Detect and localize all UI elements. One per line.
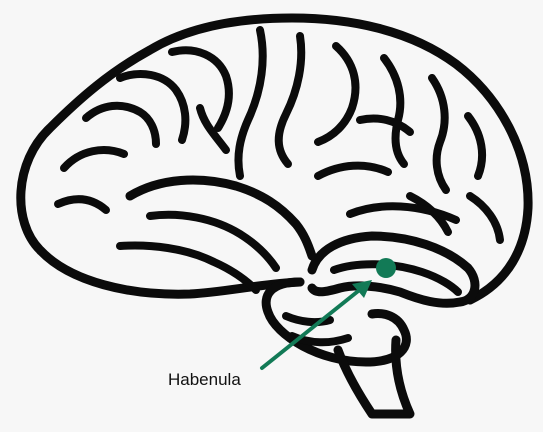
parietal-gyrus-2	[318, 166, 388, 176]
cerebellum-folia	[286, 316, 348, 342]
frontal-gyrus-1	[64, 150, 124, 168]
parietal-gyrus-3	[384, 58, 404, 164]
brainstem	[338, 340, 410, 414]
temporal-gyrus-lower	[120, 246, 256, 290]
frontal-gyrus-2	[58, 199, 106, 210]
postcentral-gyrus	[279, 36, 302, 164]
occipital-gyrus-2	[468, 116, 482, 176]
central-sulcus	[238, 30, 262, 176]
brain-outline	[21, 18, 528, 414]
occipital-gyrus-1	[432, 78, 446, 190]
parietal-gyrus-1	[318, 46, 355, 142]
parietal-gyrus-4	[360, 119, 410, 133]
habenula-marker	[376, 258, 396, 278]
frontal-gyrus-3	[86, 106, 156, 144]
cingulate-gyrus	[350, 206, 456, 220]
occipital-gyrus-3	[470, 196, 500, 240]
habenula-label: Habenula	[168, 370, 241, 390]
